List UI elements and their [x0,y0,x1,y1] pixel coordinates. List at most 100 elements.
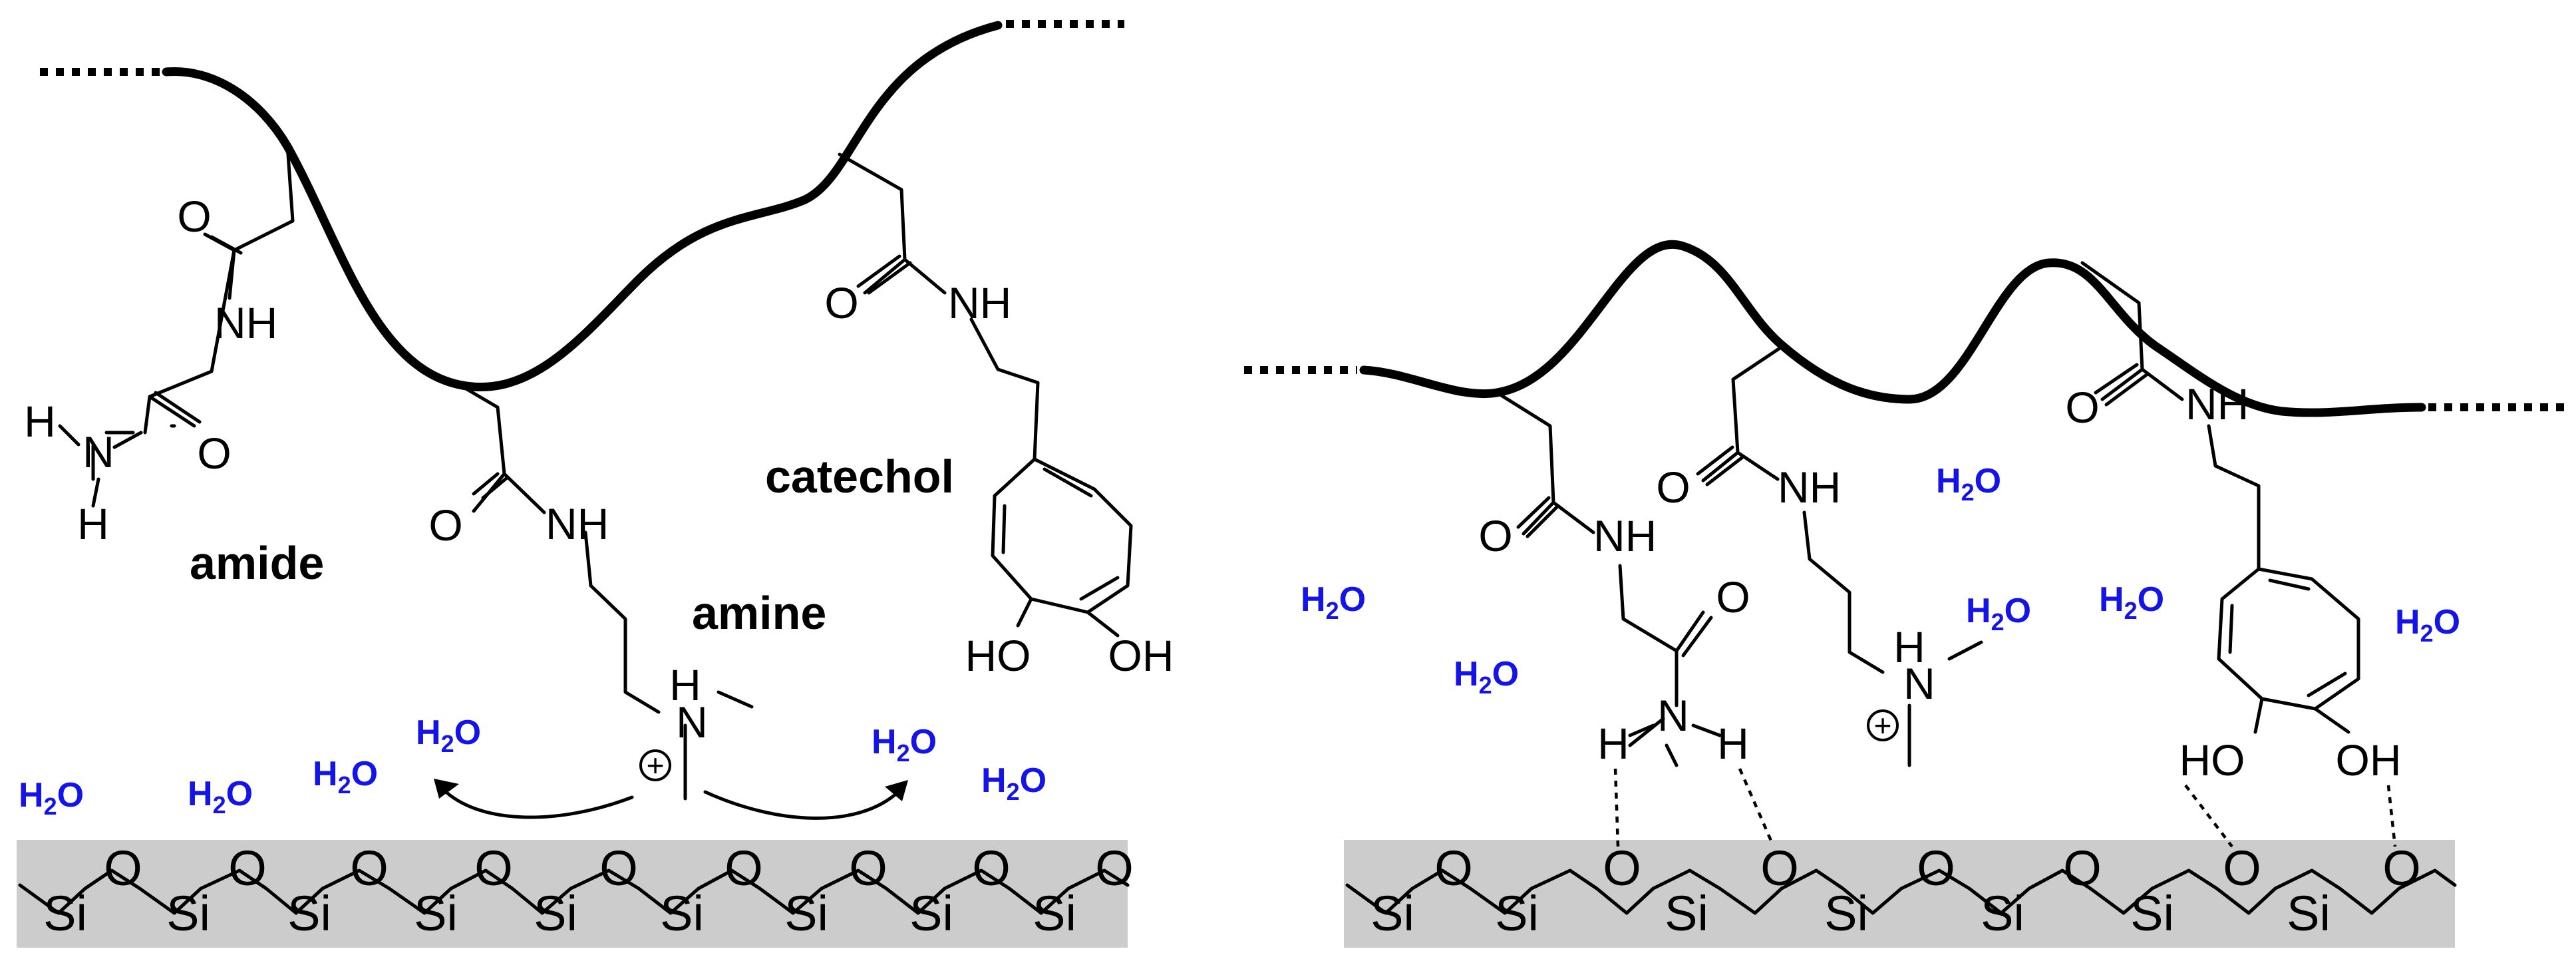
o-atom-right: O [2223,841,2261,896]
o-atom-left: O [599,841,638,896]
si-atom-left: Si [534,886,577,941]
amine-n-h: H [669,660,701,709]
amide-right-nh: NH [1593,511,1657,560]
right-panel: Si O Si O Si O Si O Si O Si O Si O O NH … [1244,240,2568,948]
amide-right-nh-bonds [1628,723,1722,737]
amide-terminal-o: O [197,429,231,478]
amide-h-top: H [24,397,56,446]
water-molecule-right: H2O [1966,592,2031,636]
o-atom-left: O [228,841,267,896]
si-atom-right: Si [1981,886,2024,941]
amide-right-carbonyl-o: O [1478,511,1512,560]
amide-right-h-right: H [1717,719,1749,768]
positive-charge-right [1867,709,1899,741]
si-atom-left: Si [166,886,210,941]
hydrogen-bond-amide-1 [1613,768,1620,847]
water-molecule-right: H2O [2099,580,2164,624]
o-atom-left: O [849,841,887,896]
amine-n: N [676,697,708,747]
hydrogen-bond-amide-2 [1738,768,1775,846]
water-molecule-right: H2O [1936,462,2001,506]
water-molecule-left: H2O [313,755,378,799]
o-atom-left: O [724,841,763,896]
amine-methyl-bonds [683,690,754,801]
amine-side-chain-right: O NH H N + [1656,344,1983,767]
amide-side-chain-left: O NH O H N H [24,143,295,548]
positive-charge-left [639,749,671,781]
o-atom-left: O [1095,841,1134,896]
water-molecule-left: H2O [19,776,84,820]
label-amide: amide [190,537,324,589]
water-molecule-right: H2O [1301,580,1366,624]
amine-side-chain-left: O NH H N + [428,383,754,801]
si-atom-right: Si [1495,886,1539,941]
amide-right-bonds [1495,391,1713,767]
si-atom-left: Si [287,886,331,941]
arrowhead-right [885,780,908,801]
amide-right-h-left: H [1597,719,1629,768]
catechol-right-hydroxyl-bonds [2253,697,2350,734]
catechol-ho: HO [965,631,1031,680]
si-atom-left: Si [414,886,458,941]
catechol-nh: NH [948,278,1011,327]
si-atom-left: Si [660,886,704,941]
amide-n: N [82,427,114,477]
silica-surface-left [17,840,1128,948]
water-molecule-right: H2O [2395,603,2460,647]
catechol-right-ho: HO [2179,735,2245,785]
left-panel: Si O Si O Si O Si O Si O Si O Si O Si O … [17,20,1174,948]
si-o-chain-right [1345,868,2457,915]
amine-right-bonds [1696,344,1885,674]
amine-right-n: N [1903,659,1935,708]
o-atom-right: O [2063,841,2102,896]
amine-bonds [457,383,661,714]
water-molecule-left: H2O [416,713,481,757]
si-o-chain-left [18,868,1130,915]
o-atom-left: O [474,841,513,896]
si-atom-left: Si [43,886,87,941]
polymer-backbone-right [1359,240,2426,417]
catechol-right-nh: NH [2185,379,2249,429]
water-displacement-arrow-right [703,790,900,820]
water-molecule-left: H2O [872,723,937,767]
o-atom-right: O [1603,841,1641,896]
si-o-labels-right: Si O Si O Si O Si O Si O Si O Si O [1370,841,2421,941]
si-atom-right: Si [1665,886,1708,941]
label-amine: amine [692,587,826,639]
amide-carbonyl-o: O [177,192,211,241]
catechol-right-ring [2217,567,2360,711]
amide-right-terminal-o: O [1716,572,1750,622]
amine-carbonyl-o: O [428,500,462,550]
amine-right-methyl-bonds [1907,640,1983,767]
catechol-ring [991,457,1133,614]
amide-bonds [91,143,295,481]
si-o-labels-left: Si O Si O Si O Si O Si O Si O Si O Si O … [43,841,1134,941]
catechol-oh: OH [1108,631,1174,680]
catechol-hydroxyl-bonds [1016,597,1120,638]
amide-side-chain-right: O NH O N H H [1478,391,1775,847]
o-atom-left: O [104,841,142,896]
amide-nh-bonds [58,424,143,508]
water-molecule-left: H2O [188,775,253,819]
si-atom-left: Si [784,886,828,941]
water-displacement-arrow-left [440,787,634,819]
catechol-side-chain-right: O NH HO OH [2065,261,2402,848]
o-atom-right: O [1760,841,1799,896]
catechol-right-bonds [2080,261,2261,571]
si-atom-right: Si [1370,886,1414,941]
hydrogen-bond-catechol-2 [2386,785,2397,847]
water-molecule-right: H2O [1454,655,1519,699]
positive-charge-sign-left: + [647,748,665,783]
si-atom-left: Si [1033,886,1076,941]
hydrogen-bond-catechol-1 [2184,784,2233,848]
amine-right-n-h: H [1893,622,1925,672]
catechol-right-oh: OH [2336,735,2402,785]
si-atom-right: Si [2287,886,2331,941]
o-atom-right: O [1917,841,1955,896]
o-atom-left: O [350,841,389,896]
si-atom-right: Si [1824,886,1868,941]
o-atom-left: O [972,841,1011,896]
catechol-carbonyl-o: O [824,278,858,327]
positive-charge-sign-right: + [1874,708,1892,743]
arrowhead-left [434,779,459,799]
